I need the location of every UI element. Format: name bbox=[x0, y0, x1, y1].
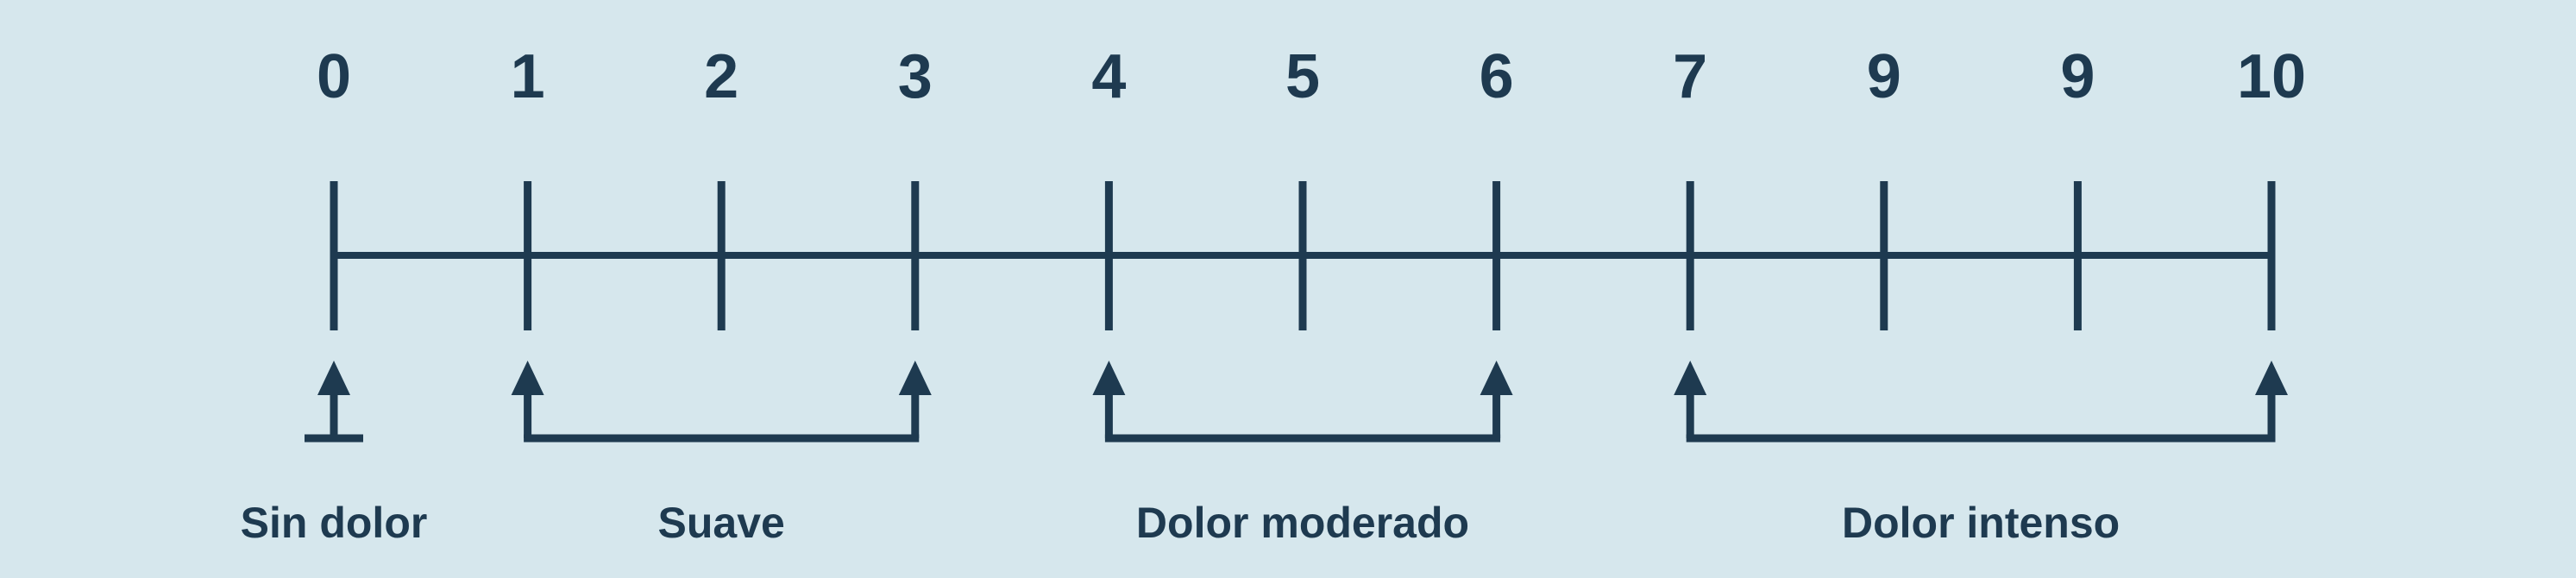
scale-number: 9 bbox=[2060, 42, 2095, 111]
scale-number: 3 bbox=[898, 42, 933, 111]
range-0-single-arrowhead bbox=[317, 361, 350, 395]
scale-number: 10 bbox=[2237, 42, 2306, 111]
scale-number: 9 bbox=[1867, 42, 1901, 111]
scale-number: 5 bbox=[1285, 42, 1320, 111]
scale-number: 0 bbox=[317, 42, 351, 111]
range-labels: Sin dolor Suave Dolor moderado Dolor intens… bbox=[241, 499, 2120, 547]
range-label: Dolor moderado bbox=[1136, 499, 1469, 547]
scale-numbers: 0 1 2 3 4 5 6 7 9 9 10 bbox=[317, 42, 2306, 111]
scale-number: 2 bbox=[704, 42, 738, 111]
range-label: Dolor intenso bbox=[1842, 499, 2120, 547]
scale-number: 7 bbox=[1673, 42, 1707, 111]
range-3-end-arrowhead bbox=[2255, 361, 2288, 395]
scale-ticks bbox=[330, 181, 2276, 330]
range-label: Sin dolor bbox=[241, 499, 428, 547]
range-2-end-arrowhead bbox=[1480, 361, 1513, 395]
scale-number: 6 bbox=[1480, 42, 1514, 111]
range-1-start-arrowhead bbox=[511, 361, 544, 395]
range-label: Suave bbox=[658, 499, 785, 547]
range-brackets bbox=[305, 361, 2288, 443]
range-1-end-arrowhead bbox=[898, 361, 932, 395]
range-2-start-arrowhead bbox=[1092, 361, 1126, 395]
scale-number: 4 bbox=[1091, 42, 1126, 111]
range-3-start-arrowhead bbox=[1674, 361, 1707, 395]
scale-number: 1 bbox=[511, 42, 545, 111]
